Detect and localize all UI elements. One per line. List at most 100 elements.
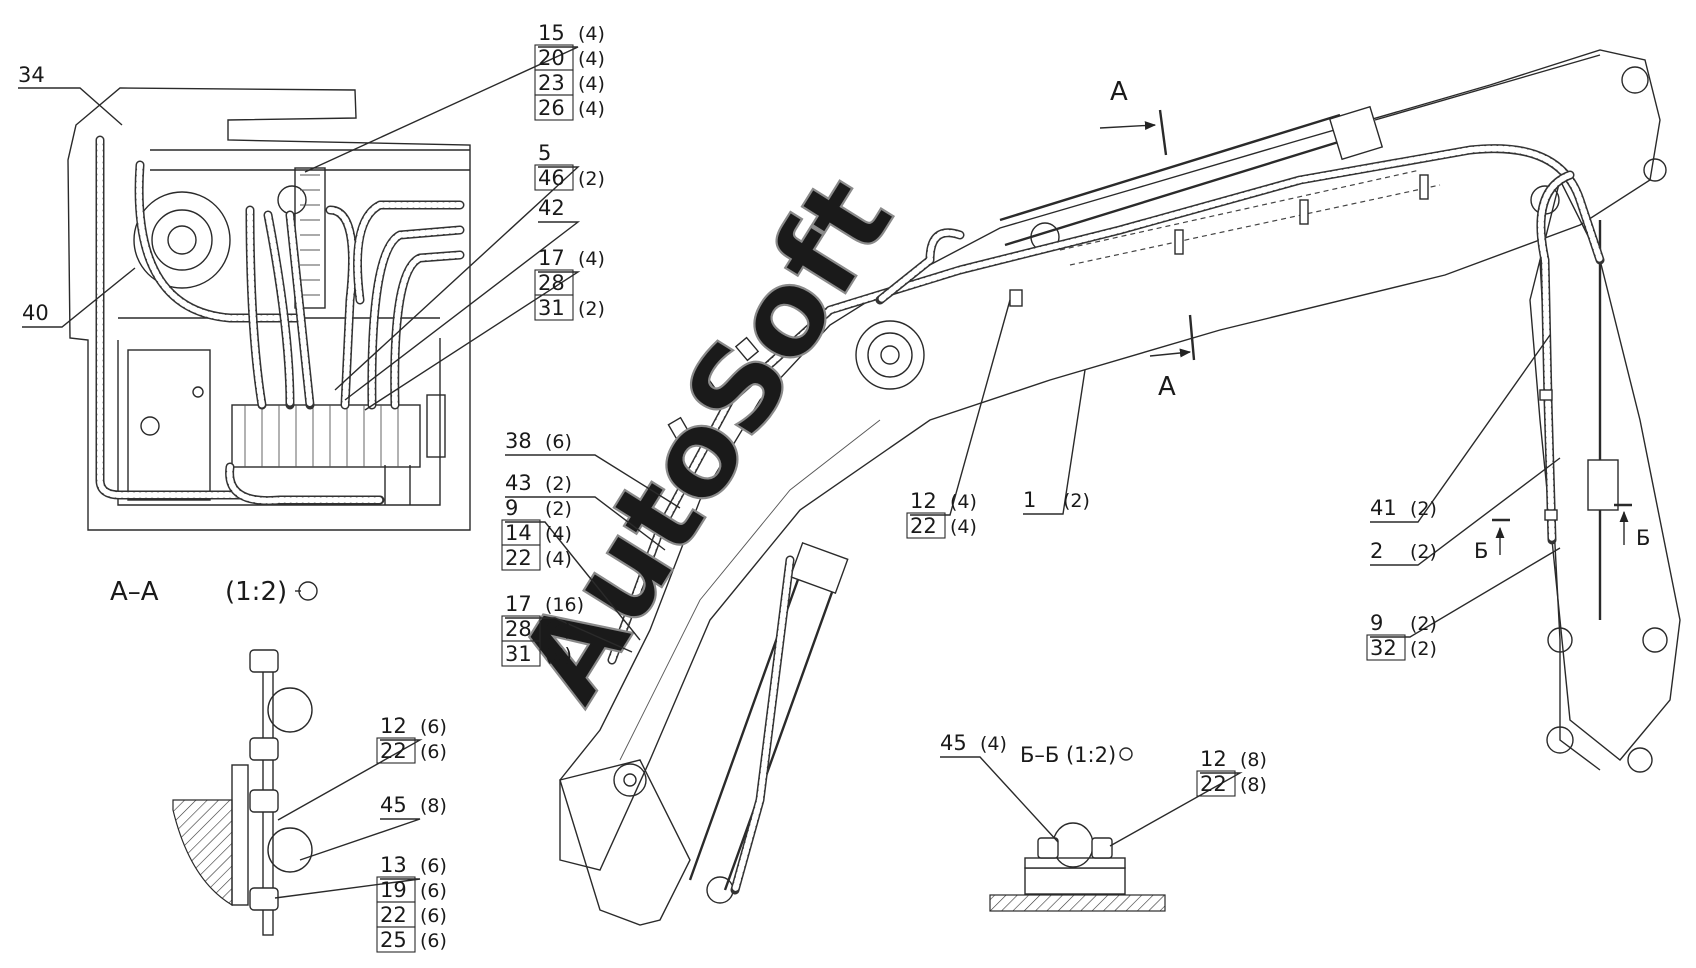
callout-box [501, 640, 541, 667]
callout-quantity: (6) [420, 716, 447, 738]
callout-leader [1370, 547, 1561, 638]
callout-box [1196, 770, 1236, 797]
callout-box [1366, 634, 1406, 661]
callout-c40: 40 [22, 267, 136, 328]
section-aa-detail [172, 649, 313, 936]
cut-label-b-right: Б [1636, 526, 1650, 550]
callout-position-number: 22 [380, 903, 407, 927]
callout-position-number: 42 [538, 196, 565, 220]
callout-position-number: 5 [538, 141, 551, 165]
callout-position-number: 22 [380, 739, 407, 763]
callout-position-number: 22 [505, 546, 532, 570]
callout-position-number: 12 [1200, 747, 1227, 771]
callout-position-number: 31 [538, 296, 565, 320]
callout-leader [304, 46, 579, 173]
callout-c2: 2 (2) [1370, 457, 1561, 566]
cut-label-a-top: А [1110, 77, 1128, 107]
callout-box [376, 737, 416, 764]
callout-c9b: 9(2)32(2) [1366, 547, 1561, 661]
callout-position-number: 34 [18, 63, 45, 87]
callout-quantity: (2) [1063, 490, 1090, 512]
callout-position-number: 40 [22, 301, 49, 325]
callout-layer: 344015(4)20(4)23(4)26(4)546(2)4217(4)283… [18, 21, 1561, 953]
section-titles: А–А (1:2) Б–Б (1:2) [110, 577, 1133, 767]
callout-leader [364, 271, 581, 411]
callout-position-number: 26 [538, 96, 565, 120]
callout-position-number: 17 [505, 592, 532, 616]
callout-c41: 41(2) [1370, 334, 1551, 523]
callout-leader [334, 166, 580, 391]
callout-quantity: (4) [545, 523, 572, 545]
callout-quantity: (8) [420, 795, 447, 817]
callout-position-number: 28 [538, 271, 565, 295]
callout-position-number: 28 [505, 617, 532, 641]
callout-c1: 1 (2) [1023, 369, 1090, 515]
callout-quantity: (4) [578, 73, 605, 95]
section-bb-title: Б–Б (1:2) [1020, 743, 1116, 767]
callout-leader [1370, 334, 1551, 523]
callout-position-number: 1 [1023, 488, 1036, 512]
callout-leader [18, 87, 123, 126]
callout-c38: 38 (6) [505, 429, 681, 509]
callout-position-number: 15 [538, 21, 565, 45]
callout-position-number: 14 [505, 521, 532, 545]
callout-quantity: (6) [420, 855, 447, 877]
callout-position-number: 25 [380, 928, 407, 952]
callout-box [534, 94, 574, 121]
callout-leader [505, 454, 681, 509]
callout-c43: 43 (2) [505, 471, 666, 551]
callout-box [501, 544, 541, 571]
callout-quantity: (2) [545, 498, 572, 520]
callout-quantity: (4) [950, 516, 977, 538]
callout-position-number: 9 [1370, 611, 1383, 635]
callout-position-number: 45 [940, 731, 967, 755]
callout-leader [1370, 457, 1561, 566]
callout-position-number: 2 [1370, 539, 1383, 563]
callout-quantity: (4) [578, 248, 605, 270]
callout-leader [344, 221, 581, 401]
callout-c45a: 45 (8) [299, 793, 447, 861]
callout-position-number: 38 [505, 429, 532, 453]
callout-leader [505, 521, 641, 641]
callout-quantity: (2) [1410, 613, 1437, 635]
callout-quantity: (4) [578, 23, 605, 45]
callout-box [534, 164, 574, 191]
callout-position-number: 13 [380, 853, 407, 877]
callout-quantity: (16) [545, 594, 584, 616]
boom-arm-assembly [559, 49, 1681, 926]
callout-box [534, 294, 574, 321]
callout-quantity: (4) [578, 98, 605, 120]
callout-quantity: (2) [1410, 498, 1437, 520]
callout-position-number: 45 [380, 793, 407, 817]
callout-quantity: (4) [950, 491, 977, 513]
callout-c34: 34 [18, 63, 123, 126]
callout-quantity: (6) [545, 431, 572, 453]
callout-quantity: (2) [578, 298, 605, 320]
callout-position-number: 31 [505, 642, 532, 666]
callout-c45b: 45(4) [940, 731, 1059, 843]
callout-leader [1109, 772, 1243, 847]
callout-position-number: 46 [538, 166, 565, 190]
callout-box [906, 512, 946, 539]
callout-position-number: 12 [910, 489, 937, 513]
callout-quantity: (6) [420, 905, 447, 927]
callout-quantity: (4) [545, 619, 572, 641]
cut-label-a-bottom: А [1158, 372, 1176, 402]
callout-c13: 13(6)19(6)22(6)25(6) [274, 853, 447, 953]
callout-leader [505, 496, 666, 551]
section-aa-title: А–А [110, 577, 159, 607]
callout-quantity: (6) [420, 930, 447, 952]
hydraulic-unit-view [67, 87, 471, 531]
section-bb-detail [989, 822, 1166, 912]
callout-quantity: (4) [578, 48, 605, 70]
callout-quantity: (4) [545, 548, 572, 570]
callout-position-number: 43 [505, 471, 532, 495]
section-aa-scale: (1:2) [225, 577, 287, 607]
callout-c42: 42 [344, 196, 581, 401]
callout-position-number: 9 [505, 496, 518, 520]
callout-c17b: 17(16)28(4)31(8) [501, 592, 633, 667]
callout-leader [1023, 369, 1086, 515]
callout-position-number: 22 [910, 514, 937, 538]
callout-c9a: 9 (2) 14 (4) 22 (4) [501, 496, 641, 641]
